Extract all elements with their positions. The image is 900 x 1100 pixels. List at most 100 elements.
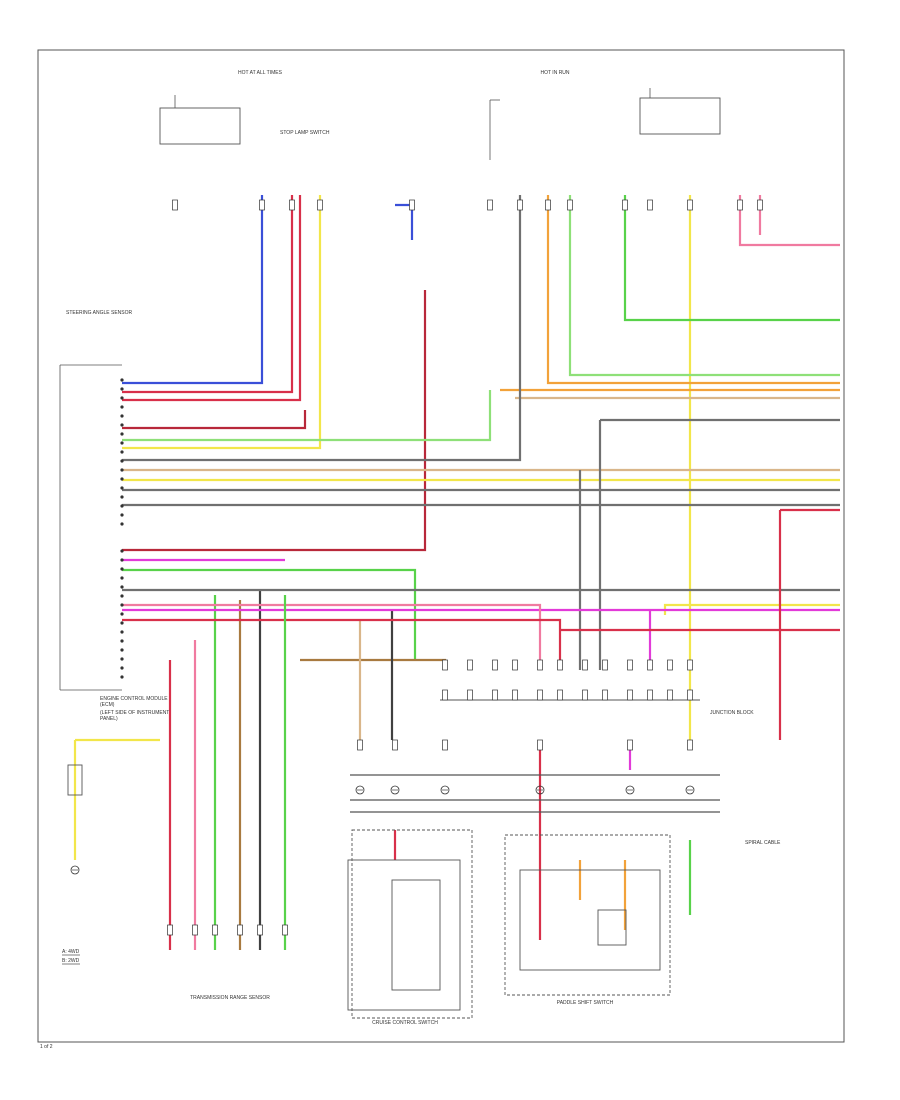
ecm-pin [120,675,124,679]
connector-pin [687,199,693,211]
ecm-pin [120,378,124,382]
hot-at-all-times-label: HOT AT ALL TIMES [238,70,282,76]
wire-pink-2 [738,195,840,247]
ecm-pin [120,612,124,616]
legend-item-b: B: 2WD [62,958,80,964]
ecm-pin [120,432,124,436]
connector-pin [582,689,588,701]
ecm-pin [120,477,124,481]
connector-pin [517,199,523,211]
ecm-pin [120,666,124,670]
connector-pin [567,199,573,211]
page-marker: 1 of 2 [40,1044,53,1050]
connector-pin [757,199,763,211]
ecm-sublabel: (LEFT SIDE OF INSTRUMENT PANEL) [100,710,170,722]
wire-orange [546,195,840,385]
wire-yellow-4 [663,603,840,615]
connector-pin [467,689,473,701]
connector-pin [537,739,543,751]
ecm-pin [120,495,124,499]
cruise-switch-box [347,859,461,1011]
spiral-terminal [535,785,545,795]
ecm-pin [120,387,124,391]
wire-dkred [122,410,307,430]
ecm-pin [120,504,124,508]
connector-pin [582,659,588,671]
cruise-switch-inner [391,879,441,991]
connector-pin [627,739,633,751]
connector-pin [467,659,473,671]
connector-pin [687,739,693,751]
ecm-pin [120,414,124,418]
wire-blue [122,195,264,385]
connector-pin [259,199,265,211]
connector-pin [687,689,693,701]
wire-pink [122,603,542,660]
fuse-block-left [159,107,241,145]
wire-yellow-1 [122,195,322,450]
wire-red-1 [122,195,294,394]
connector-pin [647,689,653,701]
connector-pin [317,199,323,211]
connector-pin [289,199,295,211]
connector-pin [442,659,448,671]
ecm-pin [120,549,124,553]
wire-red-3 [122,618,562,670]
spiral-terminal [625,785,635,795]
connector-pin [492,689,498,701]
junction-block-label: JUNCTION BLOCK [710,710,754,716]
ecm-pin [120,459,124,463]
connector-pin [167,924,173,936]
ecm-pin [120,567,124,571]
connector-pin [172,199,178,211]
ecm-pin [120,450,124,454]
paddle-switch-outer [504,834,671,996]
spiral-terminal [390,785,400,795]
paddle-switch-label: PADDLE SHIFT SWITCH [556,1000,614,1006]
connector-pin [392,739,398,751]
connector-pin [647,199,653,211]
fuse-block-right [639,97,721,135]
ecm-pin [120,657,124,661]
ecm-pin [120,396,124,400]
connector-pin [737,199,743,211]
steering-sensor-label: STEERING ANGLE SENSOR [66,310,133,316]
spiral-terminal [355,785,365,795]
ecm-pin [120,522,124,526]
connector-pin [687,659,693,671]
connector-pin [537,689,543,701]
ecm-pin [120,603,124,607]
wire-red-2 [122,195,302,402]
ecm-pin [120,558,124,562]
wire-green [623,195,840,322]
connector-pin [627,689,633,701]
spiral-cable-label: SPIRAL CABLE [745,840,781,846]
legend: A: 4WD B: 2WD [62,948,79,966]
connector-pin [442,739,448,751]
connector-pin [537,659,543,671]
ground-symbol [70,865,80,875]
stop-lamp-element [67,764,83,796]
wire-dkred-2 [122,290,427,552]
ecm-label: ENGINE CONTROL MODULE (ECM) [100,696,168,708]
spiral-terminal [440,785,450,795]
connector-pin [622,199,628,211]
wire-gray-1 [122,195,522,462]
connector-pin [237,924,243,936]
connector-pin [602,659,608,671]
ecm-pin [120,639,124,643]
spiral-terminal [685,785,695,795]
ecm-pin [120,513,124,517]
paddle-switch-element [597,909,627,946]
connector-pin [492,659,498,671]
page-frame [37,49,845,1043]
connector-pin [557,689,563,701]
connector-pin [212,924,218,936]
ecm-pin [120,405,124,409]
trans-range-label: TRANSMISSION RANGE SENSOR [190,995,270,1001]
ecm-pin [120,423,124,427]
paddle-switch-inner [519,869,661,971]
connector-pin [627,659,633,671]
connector-pin [257,924,263,936]
